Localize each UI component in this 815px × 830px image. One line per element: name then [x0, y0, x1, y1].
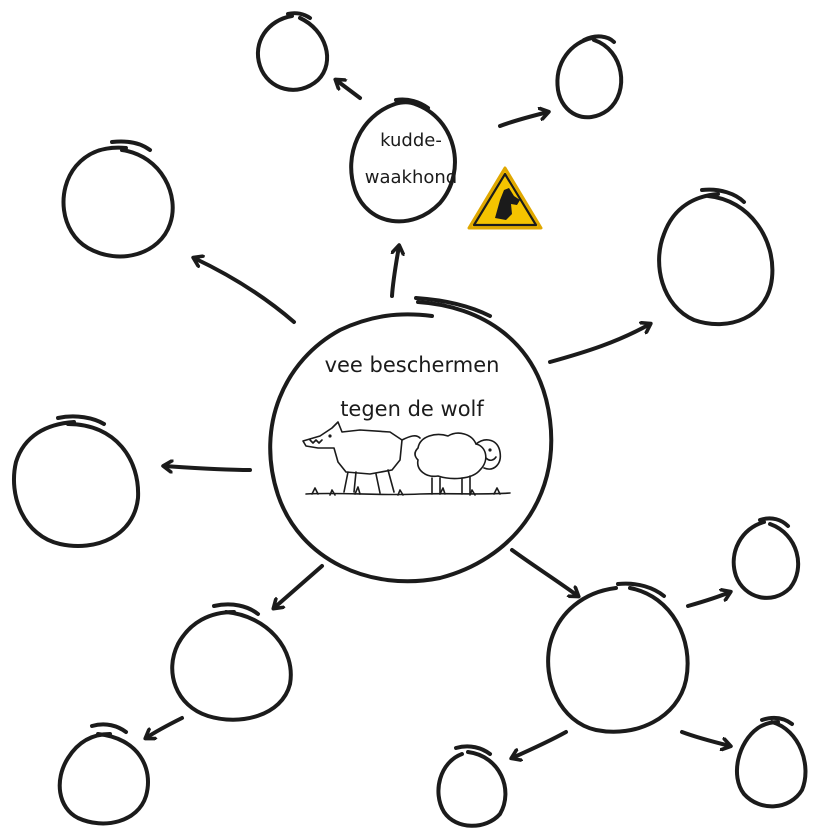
top-node-label-line-1: kudde-: [380, 130, 442, 151]
wolf-and-sheep-illustration: [302, 421, 511, 496]
arrow-bottom-right-to-bottom-right-small: [680, 730, 730, 746]
empty-bubble-top-left[interactable]: [256, 11, 329, 92]
arrow-bottom-right-to-bottom-center: [512, 730, 568, 758]
arrow-central-to-right: [548, 324, 650, 364]
empty-bubble-left-upper[interactable]: [61, 139, 175, 259]
central-title-line-1: vee beschermen: [325, 353, 500, 377]
empty-bubble-bottom-left[interactable]: [170, 602, 293, 722]
empty-bubble-bottom-left-small[interactable]: [57, 722, 150, 826]
connector-arrows: [146, 80, 730, 758]
top-node[interactable]: kudde- waakhond: [349, 97, 457, 224]
top-node-label-line-2: waakhond: [365, 167, 457, 188]
arrow-central-to-top: [390, 246, 399, 298]
warning-dog-icon: [467, 166, 543, 230]
arrow-central-to-left: [164, 466, 252, 470]
empty-bubble-left[interactable]: [11, 414, 141, 548]
arrow-central-to-bottom-left: [274, 564, 324, 608]
arrow-top-to-top-left: [336, 80, 362, 100]
empty-bubble-right[interactable]: [657, 187, 775, 327]
central-title-line-2: tegen de wolf: [340, 397, 484, 421]
empty-bubble-right-lower[interactable]: [731, 516, 801, 600]
arrow-central-to-left-upper: [194, 258, 296, 324]
arrow-central-to-bottom-right: [510, 548, 578, 596]
arrow-bottom-right-to-right-lower: [686, 592, 730, 608]
empty-bubble-bottom-right[interactable]: [546, 581, 690, 734]
arrow-top-to-top-right: [498, 112, 548, 128]
empty-bubble-bottom-center-small[interactable]: [436, 744, 508, 828]
central-node[interactable]: vee beschermen tegen de wolf: [268, 296, 554, 584]
arrow-bottom-left-to-small: [146, 716, 184, 738]
empty-bubble-bottom-right-small[interactable]: [735, 715, 808, 809]
empty-bubble-top-right[interactable]: [555, 34, 624, 120]
